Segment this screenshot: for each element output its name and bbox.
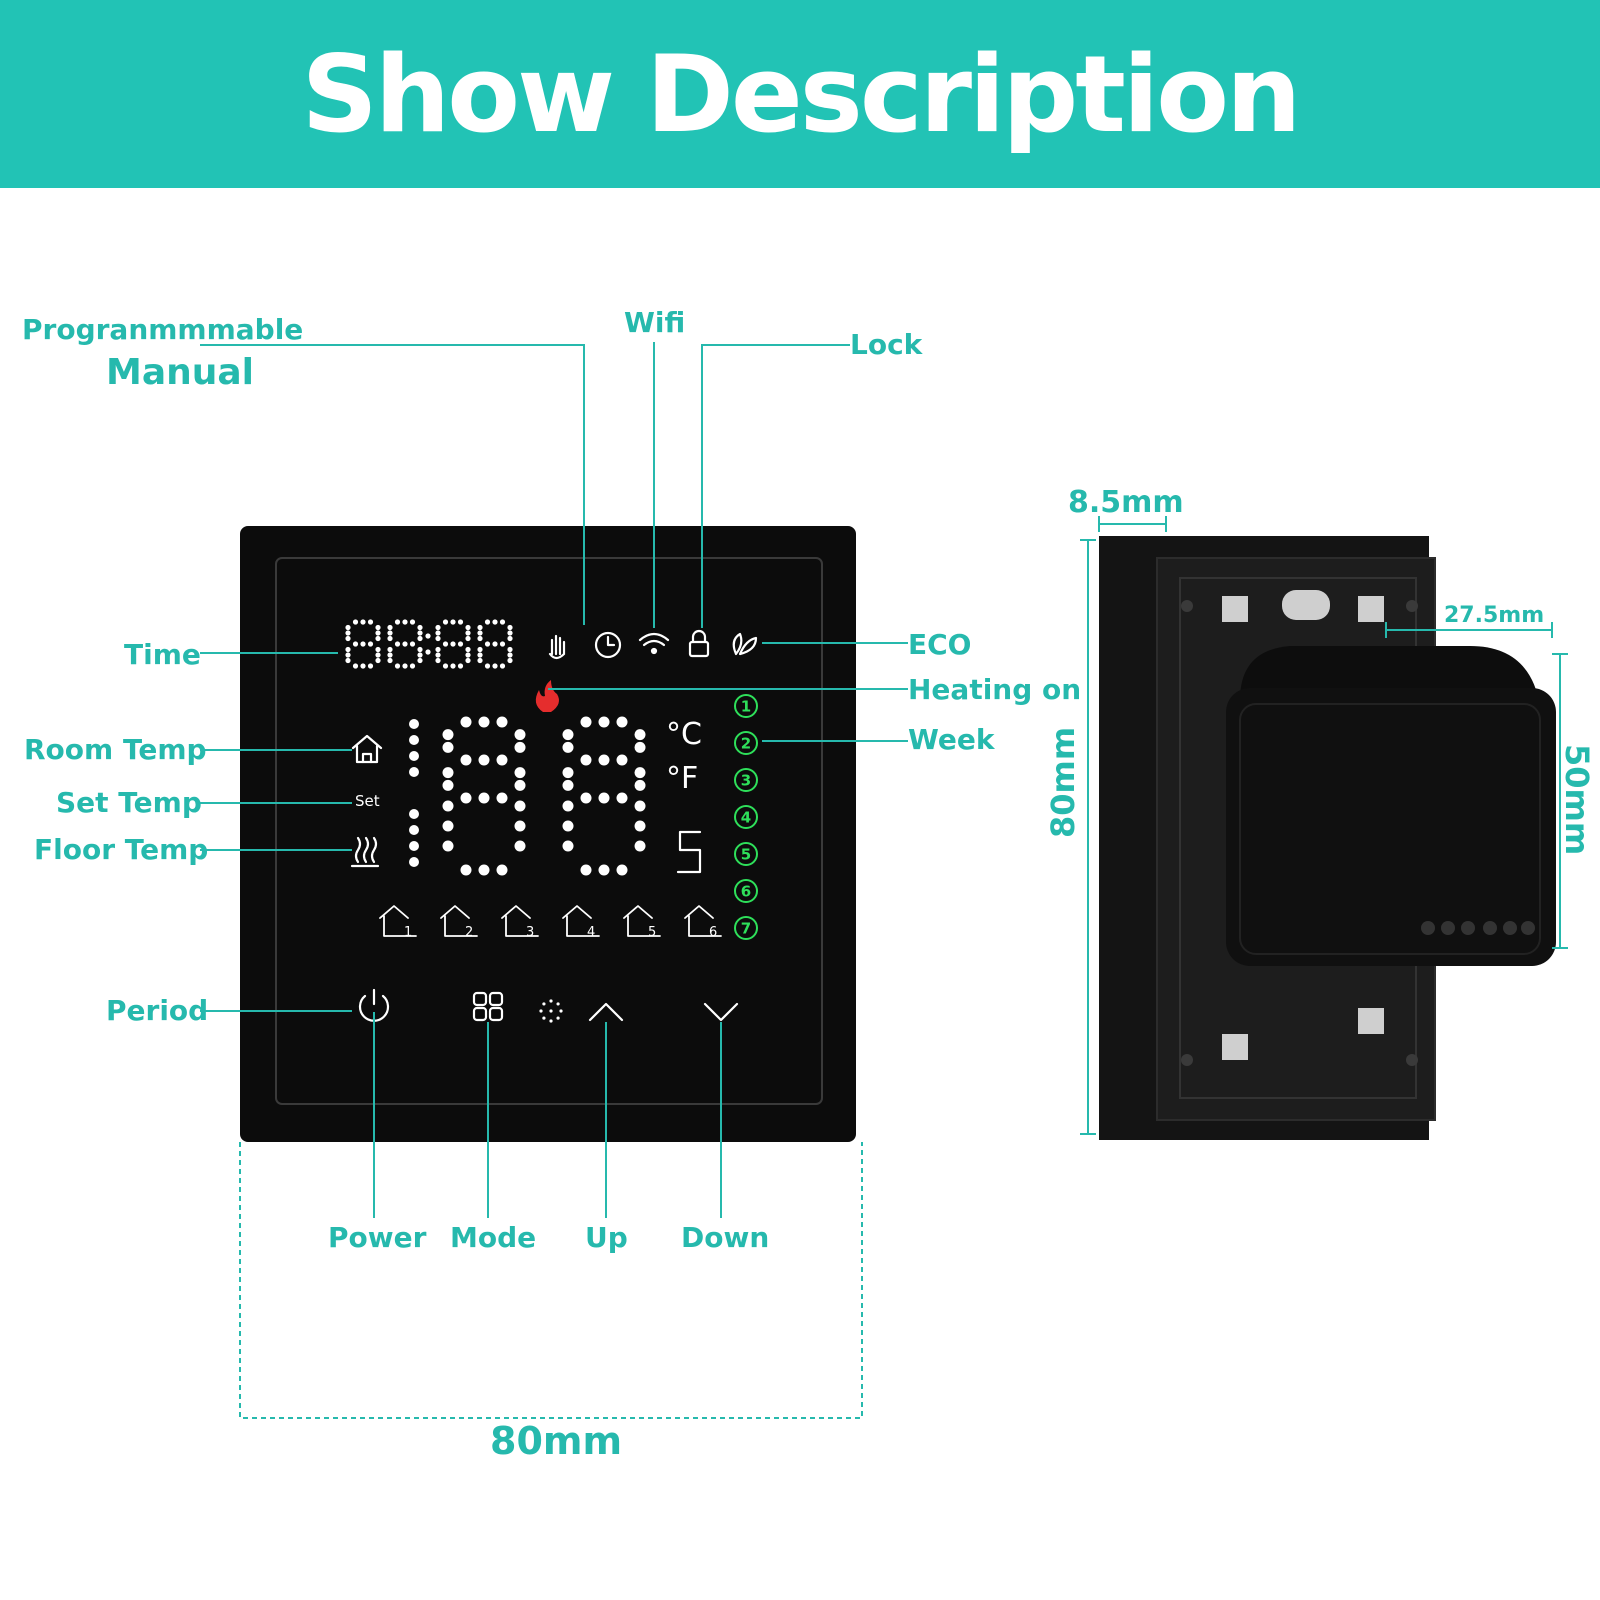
week-day-1-label: 1 bbox=[741, 698, 751, 716]
fahrenheit-unit: °F bbox=[666, 761, 698, 796]
label-period: Period bbox=[106, 994, 208, 1027]
label-up: Up bbox=[585, 1221, 628, 1254]
dimension-module-height: 50mm bbox=[1558, 744, 1596, 855]
week-indicators: 1 2 3 4 5 6 7 bbox=[734, 694, 758, 940]
dimension-front-width: 80mm bbox=[490, 1419, 622, 1463]
label-mode: Mode bbox=[450, 1221, 536, 1254]
week-day-2-label: 2 bbox=[741, 735, 751, 753]
sensor-grille bbox=[539, 999, 563, 1023]
floor-temp-heat-icon bbox=[350, 836, 380, 868]
front-width-dimension-line bbox=[239, 1142, 863, 1419]
period-4-house-icon: 4 bbox=[562, 905, 600, 940]
room-temp-home-icon bbox=[351, 734, 383, 764]
page-title: Show Description bbox=[301, 32, 1301, 156]
manual-hand-icon bbox=[548, 634, 566, 660]
dimension-module-depth: 27.5mm bbox=[1444, 603, 1544, 628]
period-2-house-icon: 2 bbox=[440, 905, 478, 940]
week-day-7-circle bbox=[734, 916, 758, 940]
time-display bbox=[345, 619, 513, 669]
label-programmable: Progranmmmable bbox=[22, 313, 303, 346]
week-day-1-circle bbox=[734, 694, 758, 718]
week-day-3-circle bbox=[734, 768, 758, 792]
mode-button[interactable] bbox=[472, 991, 504, 1022]
thermostat-side-view bbox=[1099, 536, 1556, 1140]
dimension-depth: 8.5mm bbox=[1068, 485, 1184, 520]
label-room-temp: Room Temp bbox=[24, 733, 207, 766]
week-day-4-label: 4 bbox=[741, 809, 751, 827]
header-banner: Show Description bbox=[0, 0, 1600, 188]
celsius-unit: °C bbox=[666, 717, 702, 752]
set-indicator: Set bbox=[355, 792, 380, 810]
thermostat-front-panel bbox=[240, 526, 856, 1142]
label-heating-on: Heating on bbox=[908, 673, 1081, 706]
period-4-label: 4 bbox=[587, 925, 595, 940]
period-1-label: 1 bbox=[404, 925, 412, 940]
programmable-clock-icon bbox=[594, 631, 622, 659]
period-6-label: 6 bbox=[709, 925, 717, 940]
heating-flame-icon bbox=[535, 680, 559, 712]
temperature-display bbox=[409, 716, 646, 876]
label-eco: ECO bbox=[908, 628, 971, 661]
label-time: Time bbox=[124, 638, 201, 671]
period-5-label: 5 bbox=[648, 925, 656, 940]
dimension-side-height: 80mm bbox=[1044, 727, 1082, 838]
period-3-label: 3 bbox=[526, 925, 534, 940]
label-week: Week bbox=[908, 723, 996, 756]
leader-programmable bbox=[200, 344, 585, 625]
week-day-7-label: 7 bbox=[741, 920, 751, 938]
period-2-label: 2 bbox=[465, 925, 473, 940]
week-day-6-label: 6 bbox=[741, 883, 751, 901]
week-day-3-label: 3 bbox=[741, 772, 751, 790]
week-day-6-circle bbox=[734, 879, 758, 903]
period-indicators: 1 2 3 4 5 6 bbox=[379, 905, 722, 940]
leader-lock bbox=[701, 344, 850, 628]
eco-leaf-icon bbox=[732, 632, 758, 656]
label-set-temp: Set Temp bbox=[56, 786, 202, 819]
week-day-5-label: 5 bbox=[741, 846, 751, 864]
up-button[interactable] bbox=[588, 1002, 624, 1022]
period-5-house-icon: 5 bbox=[623, 905, 661, 940]
wifi-icon bbox=[638, 632, 670, 655]
label-floor-temp: Floor Temp bbox=[34, 833, 208, 866]
week-day-2-circle bbox=[734, 731, 758, 755]
label-power: Power bbox=[328, 1221, 427, 1254]
label-lock: Lock bbox=[850, 328, 924, 361]
label-down: Down bbox=[681, 1221, 769, 1254]
glass-inner-border bbox=[275, 557, 823, 1105]
rear-module bbox=[1226, 688, 1556, 966]
week-day-5-circle bbox=[734, 842, 758, 866]
week-day-4-circle bbox=[734, 805, 758, 829]
label-wifi: Wifi bbox=[624, 306, 685, 339]
down-button[interactable] bbox=[703, 1002, 739, 1022]
period-3-house-icon: 3 bbox=[501, 905, 539, 940]
label-manual: Manual bbox=[106, 352, 254, 393]
seconds-s-icon bbox=[676, 830, 702, 874]
lock-icon bbox=[688, 629, 710, 658]
period-6-house-icon: 6 bbox=[684, 905, 722, 940]
period-1-house-icon: 1 bbox=[379, 905, 417, 940]
